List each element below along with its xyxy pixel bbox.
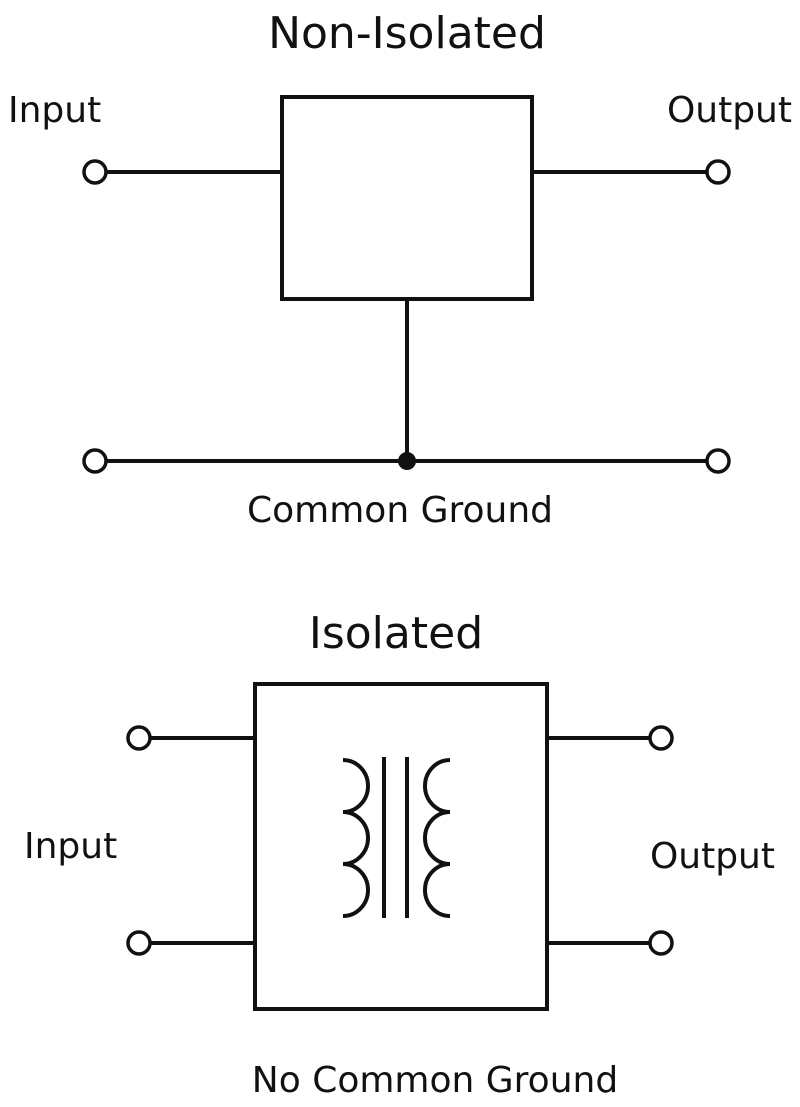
isolated-output-bottom-terminal (648, 930, 674, 956)
non-isolated-input-label: Input (8, 90, 101, 131)
non-isolated-title: Non-Isolated (268, 8, 546, 59)
isolated-input-bottom-terminal (126, 930, 152, 956)
isolated-converter-block (253, 682, 549, 1011)
non-isolated-section: Non-Isolated Input Output Common Ground (8, 8, 792, 531)
no-common-ground-label: No Common Ground (252, 1060, 618, 1101)
non-isolated-output-label: Output (667, 90, 792, 131)
non-isolated-input-terminal (82, 159, 108, 185)
non-isolated-output-ground-terminal (705, 448, 731, 474)
non-isolated-input-ground-terminal (82, 448, 108, 474)
isolated-title: Isolated (309, 608, 483, 659)
isolated-input-top-terminal (126, 725, 152, 751)
primary-winding (342, 758, 370, 918)
non-isolated-converter-block (280, 95, 534, 301)
common-ground-label: Common Ground (247, 490, 553, 531)
ground-junction-dot (398, 452, 416, 470)
secondary-winding (423, 758, 451, 918)
non-isolated-output-terminal (705, 159, 731, 185)
transformer-symbol (342, 757, 451, 918)
isolated-output-top-terminal (648, 725, 674, 751)
isolated-input-label: Input (24, 826, 117, 867)
isolated-output-label: Output (650, 836, 775, 877)
isolated-section: Isolated Input Output No Common Ground (24, 608, 775, 1101)
